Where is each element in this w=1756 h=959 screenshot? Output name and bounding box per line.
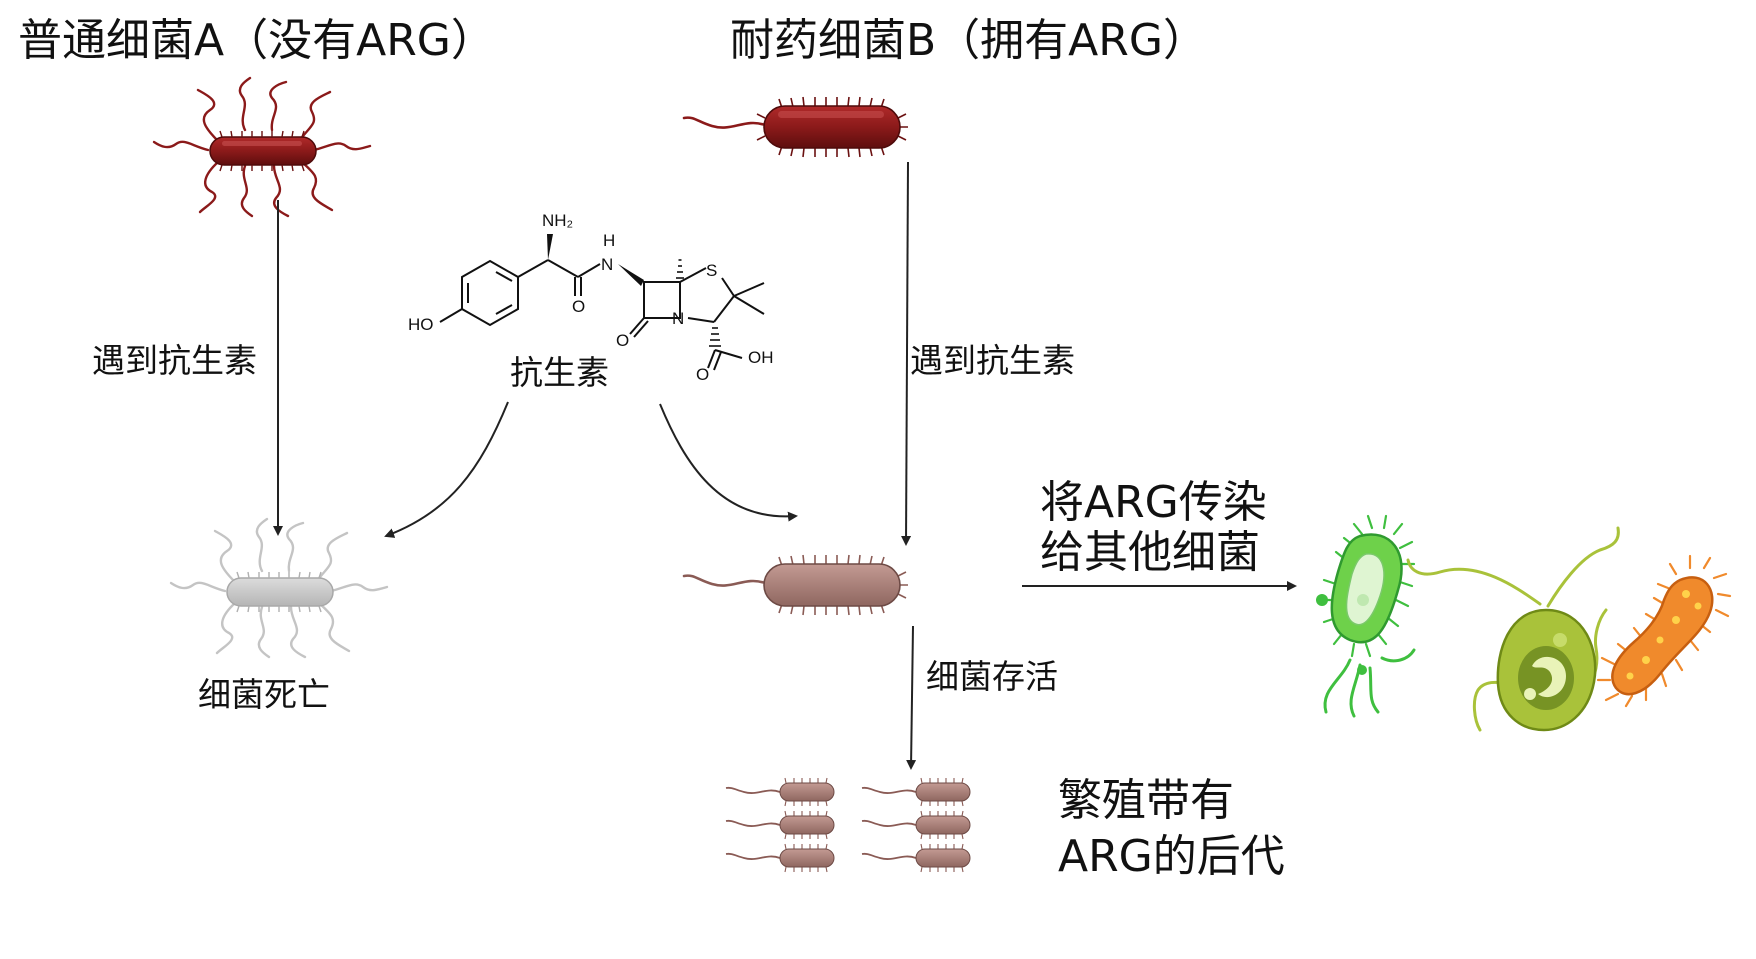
label-bacteria-survive: 细菌存活: [926, 657, 1058, 696]
title-bacteria-b: 耐药细菌B（拥有ARG）: [730, 15, 1207, 66]
dead-bacterium-icon: [169, 517, 389, 659]
orange-bacterium-icon: [1596, 554, 1732, 708]
atom-oh: OH: [748, 348, 774, 367]
offspring-bacterium-icon: [861, 777, 971, 807]
label-offspring-line2: ARG的后代: [1058, 831, 1285, 882]
arrow-survive-down: [906, 625, 917, 770]
arrow-antibiotic-to-b: [659, 403, 798, 522]
arrow-b-down: [901, 161, 912, 546]
atom-o-acid: O: [696, 365, 709, 384]
label-antibiotic: 抗生素: [510, 353, 609, 392]
offspring-bacteria-group: [725, 777, 971, 873]
offspring-bacterium-icon: [861, 810, 971, 840]
label-meet-antibiotic-a: 遇到抗生素: [92, 341, 257, 380]
atom-s: S: [706, 261, 717, 280]
offspring-bacterium-icon: [725, 777, 835, 807]
bacterium-a-icon: [152, 76, 372, 218]
offspring-bacterium-icon: [725, 843, 835, 873]
atom-nh2: NH₂: [542, 211, 573, 230]
olive-bacterium-icon: [1406, 526, 1620, 732]
label-transfer-line2: 给其他细菌: [1040, 527, 1260, 578]
atom-ho: HO: [408, 315, 434, 334]
bacterium-b-icon: [682, 96, 908, 158]
label-bacteria-death: 细菌死亡: [198, 675, 330, 714]
atom-o-amide: O: [572, 297, 585, 316]
atom-n-ring: N: [672, 309, 684, 328]
offspring-bacterium-icon: [725, 810, 835, 840]
offspring-bacterium-icon: [861, 843, 971, 873]
label-meet-antibiotic-b: 遇到抗生素: [910, 341, 1075, 380]
green-bacterium-icon: [1316, 514, 1416, 718]
arrows: [273, 161, 1297, 770]
atom-o-lactam: O: [616, 331, 629, 350]
title-bacteria-a: 普通细菌A（没有ARG）: [18, 15, 495, 66]
antibiotic-structure-icon: [439, 234, 765, 371]
atom-n-amide: N: [601, 255, 613, 274]
label-transfer-line1: 将ARG传染: [1040, 477, 1267, 528]
arrow-antibiotic-to-a: [384, 401, 509, 538]
label-offspring-line1: 繁殖带有: [1058, 775, 1234, 826]
molecule-atom-labels: NH₂ H N O S N O HO OH O: [408, 211, 774, 384]
atom-h: H: [603, 231, 615, 250]
survivor-bacterium-icon: [682, 554, 908, 616]
